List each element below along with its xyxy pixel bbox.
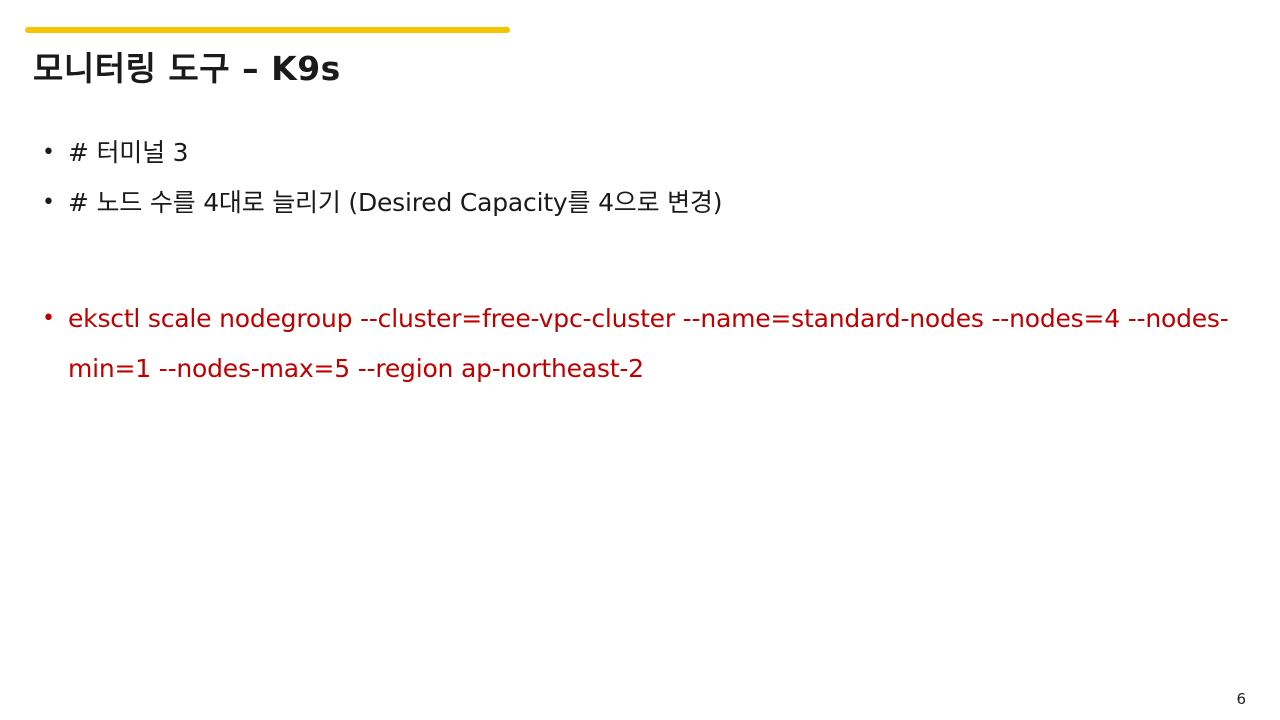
command-text: eksctl scale nodegroup --cluster=free-vp…: [68, 304, 1229, 383]
bullet-text: # 터미널 3: [68, 138, 189, 167]
bullet-list: • # 터미널 3 • # 노드 수를 4대로 늘리기 (Desired Cap…: [40, 128, 1230, 394]
bullet-item-terminal: • # 터미널 3: [40, 128, 1230, 178]
bullet-dot-icon: •: [42, 306, 55, 331]
bullet-dot-icon: •: [42, 190, 55, 215]
bullet-item-command: • eksctl scale nodegroup --cluster=free-…: [40, 294, 1230, 394]
bullet-text: # 노드 수를 4대로 늘리기 (Desired Capacity를 4으로 변…: [68, 188, 723, 217]
bullet-item-scale-description: • # 노드 수를 4대로 늘리기 (Desired Capacity를 4으로…: [40, 178, 1230, 228]
bullet-dot-icon: •: [42, 140, 55, 165]
page-number: 6: [1236, 690, 1246, 708]
slide-title: 모니터링 도구 – K9s: [33, 49, 341, 88]
title-accent-bar: [25, 27, 510, 33]
